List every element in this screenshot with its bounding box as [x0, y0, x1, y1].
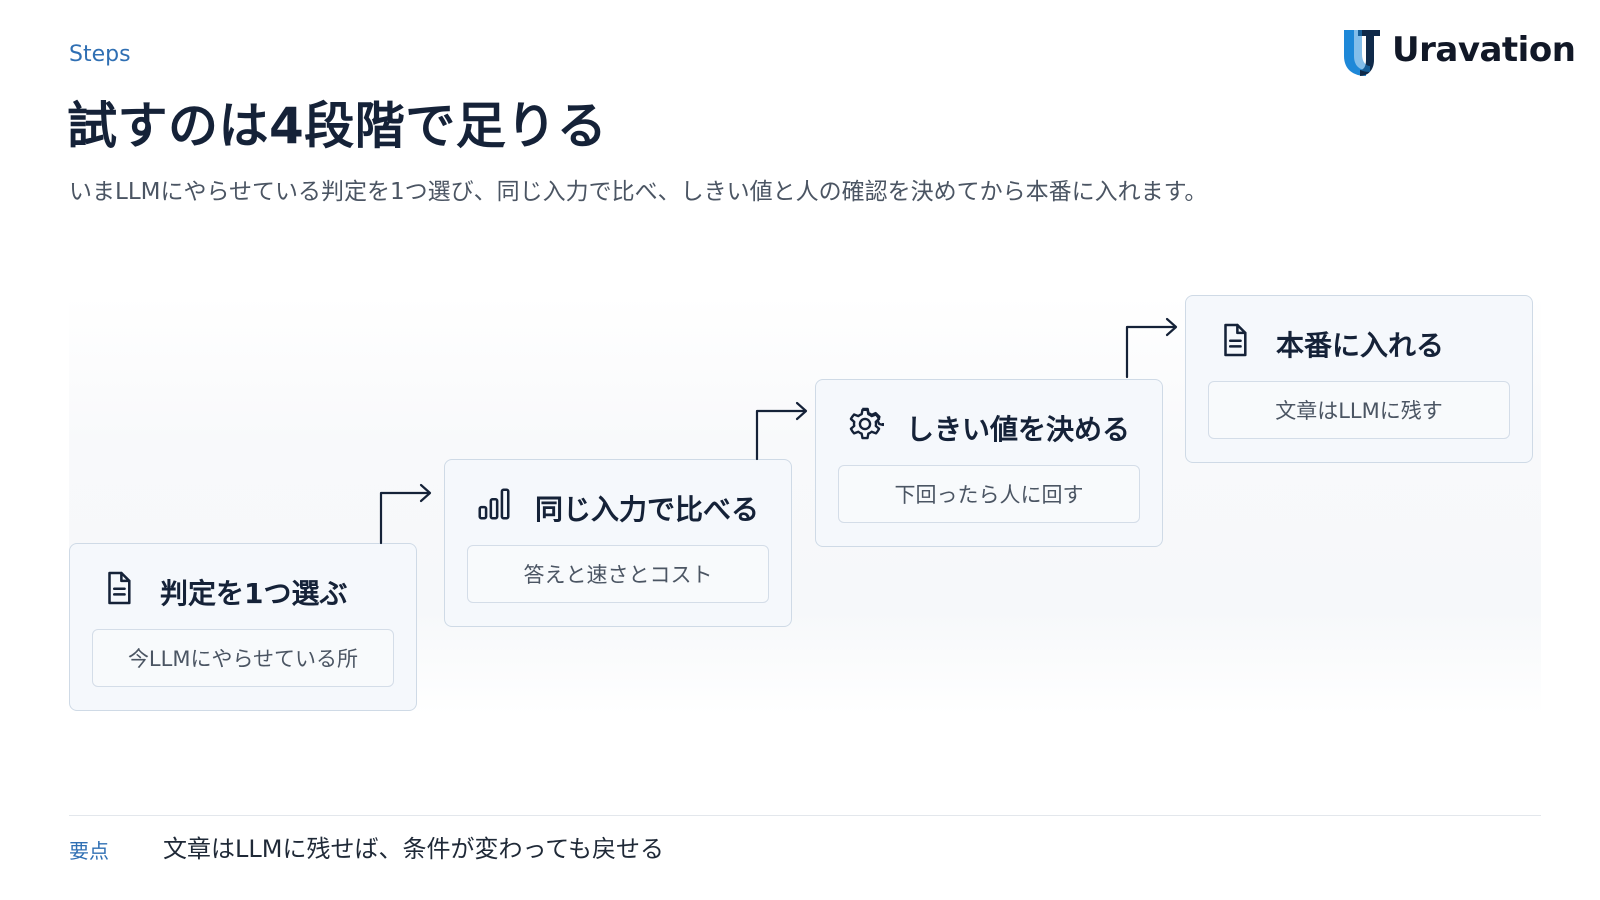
key-point-text: 文章はLLMに残せば、条件が変わっても戻せる [163, 835, 665, 863]
key-point-label: 要点 [69, 839, 109, 863]
step-card-3: しきい値を決める 下回ったら人に回す [815, 379, 1163, 547]
step-title: 判定を1つ選ぶ [160, 577, 348, 610]
step-arrow-icon [755, 401, 808, 461]
step-title: しきい値を決める [906, 413, 1131, 446]
gear-icon [849, 407, 884, 440]
step-card-1: 判定を1つ選ぶ 今LLMにやらせている所 [69, 543, 417, 711]
document-icon [108, 571, 131, 605]
document-icon [1224, 323, 1247, 357]
uravation-logo-icon [1344, 30, 1380, 76]
step-detail: 下回ったら人に回す [838, 465, 1140, 523]
step-detail: 文章はLLMに残す [1208, 381, 1510, 439]
page-subtitle: いまLLMにやらせている判定を1つ選び、同じ入力で比べ、しきい値と人の確認を決め… [69, 179, 1208, 205]
brand-logo: Uravation [1340, 26, 1576, 78]
step-title: 同じ入力で比べる [535, 493, 760, 526]
logo-wordmark: Uravation [1392, 30, 1576, 70]
step-arrow-icon [1125, 317, 1178, 379]
step-arrow-icon [379, 483, 432, 545]
page-title: 試すのは4段階で足りる [67, 97, 608, 155]
step-title: 本番に入れる [1276, 329, 1445, 362]
step-card-4: 本番に入れる 文章はLLMに残す [1185, 295, 1533, 463]
footer-divider [69, 815, 1541, 816]
step-card-2: 同じ入力で比べる 答えと速さとコスト [444, 459, 792, 627]
steps-diagram: 判定を1つ選ぶ 今LLMにやらせている所 同じ入力で比べる 答えと速さとコスト … [69, 295, 1541, 715]
step-detail: 答えと速さとコスト [467, 545, 769, 603]
eyebrow-label: Steps [69, 42, 131, 67]
bar-chart-icon [478, 488, 510, 520]
step-detail: 今LLMにやらせている所 [92, 629, 394, 687]
